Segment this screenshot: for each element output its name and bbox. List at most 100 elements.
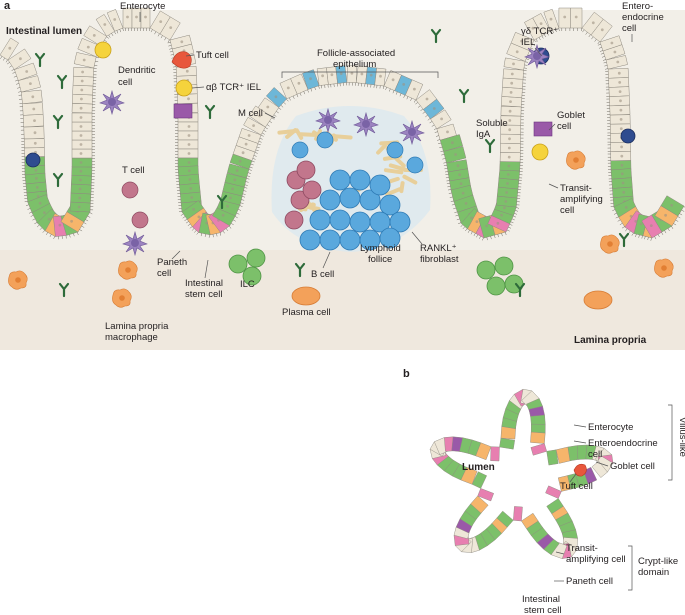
ilc-cell — [246, 248, 266, 268]
microvillus — [453, 207, 457, 210]
cell-nucleus — [79, 116, 83, 119]
microvillus — [490, 236, 492, 240]
microvillus — [273, 114, 277, 117]
microvillus — [532, 44, 536, 46]
microvillus — [497, 234, 499, 238]
macrophage-label-2: macrophage — [105, 332, 158, 343]
microvillus — [246, 178, 250, 180]
dendritic-cell — [524, 44, 550, 69]
microvillus — [524, 61, 529, 63]
cell-nucleus — [58, 223, 62, 227]
microvillus — [96, 56, 100, 59]
microvillus — [476, 234, 479, 238]
b-cell — [329, 209, 351, 231]
microvillus — [598, 47, 602, 49]
rankl-fibroblast — [306, 200, 317, 213]
microvillus — [546, 32, 549, 36]
microvillus — [244, 187, 248, 189]
rankl-fibroblast — [332, 134, 353, 140]
cell-nucleus — [591, 21, 595, 25]
microvillus — [243, 190, 247, 192]
lamina-propria-macrophage — [7, 270, 28, 290]
microvillus — [510, 221, 514, 224]
plasma-cell-label: Plasma cell — [282, 307, 331, 318]
cell-nucleus — [79, 134, 83, 137]
villus-domain-label-1: Villus-like — [677, 417, 685, 457]
microvillus — [558, 28, 560, 32]
cell-nucleus — [508, 128, 512, 132]
cell-nucleus — [297, 81, 301, 85]
b-cell — [316, 131, 334, 149]
microvillus — [85, 219, 89, 222]
rankl-fibroblast-label-2: fibroblast — [420, 254, 459, 265]
microvillus — [241, 199, 245, 201]
microvillus — [501, 233, 503, 237]
microvillus — [552, 30, 554, 34]
cell-nucleus — [360, 72, 364, 76]
cell-nucleus — [33, 119, 36, 122]
microvillus — [675, 219, 679, 222]
microvillus — [69, 234, 71, 238]
cell-nucleus — [619, 127, 623, 130]
microvillus — [615, 216, 619, 219]
microvillus — [169, 51, 173, 53]
microvillus — [621, 226, 625, 229]
microvillus — [505, 232, 507, 236]
organoid-cell — [499, 437, 515, 450]
cell-nucleus — [456, 164, 460, 168]
cell-nucleus — [36, 195, 40, 198]
cell-nucleus — [520, 39, 523, 43]
cell-nucleus — [539, 22, 543, 25]
microvillus — [236, 212, 240, 215]
cell-nucleus — [507, 146, 511, 150]
epithelium-layer — [0, 7, 685, 241]
organoid-cell — [530, 431, 546, 444]
goblet-cell — [173, 103, 193, 119]
microvillus — [250, 163, 254, 166]
microvillus — [106, 36, 110, 39]
microvillus — [602, 59, 606, 61]
goblet-cell — [533, 121, 553, 137]
microvillus — [248, 169, 252, 171]
microvillus — [104, 39, 107, 43]
cell-nucleus — [78, 196, 82, 200]
cell-nucleus — [189, 187, 193, 190]
microvillus — [278, 107, 282, 110]
transit-amplifying-label-3: cell — [560, 205, 574, 216]
microvillus — [6, 62, 10, 65]
cell-nucleus — [369, 73, 373, 77]
microvillus — [310, 88, 313, 92]
cell-nucleus — [618, 81, 622, 84]
cell-nucleus — [187, 143, 191, 146]
microvillus — [212, 234, 214, 238]
microvillus — [11, 68, 15, 72]
ilc-label: ILC — [240, 279, 255, 290]
microvillus — [247, 172, 251, 174]
microvillus — [318, 85, 320, 89]
cell-nucleus — [634, 219, 638, 223]
microvillus — [439, 146, 443, 149]
microvillus — [208, 234, 210, 238]
microvillus — [549, 31, 552, 35]
microvillus — [414, 99, 416, 103]
cell-nucleus — [309, 77, 312, 81]
microvillus — [664, 230, 667, 234]
microvillus — [647, 237, 649, 241]
microvillus — [122, 28, 124, 32]
microvillus — [425, 114, 428, 118]
microvillus — [150, 29, 153, 33]
organoid-cell — [546, 449, 559, 466]
panel-a-letter: a — [4, 0, 11, 12]
cell-nucleus — [35, 177, 38, 180]
organoid-cell — [530, 443, 547, 456]
microvillus — [650, 237, 652, 241]
rankl-fibroblast — [402, 174, 418, 185]
organoid-cell — [521, 512, 539, 530]
cell-nucleus — [187, 125, 191, 128]
cell-nucleus — [600, 28, 604, 32]
lymphoid-follicle-label-2: follice — [368, 254, 392, 265]
b-cell — [389, 211, 411, 233]
cell-nucleus — [187, 134, 191, 137]
lamina-propria-macrophage — [111, 288, 132, 308]
microvillus — [455, 214, 459, 217]
